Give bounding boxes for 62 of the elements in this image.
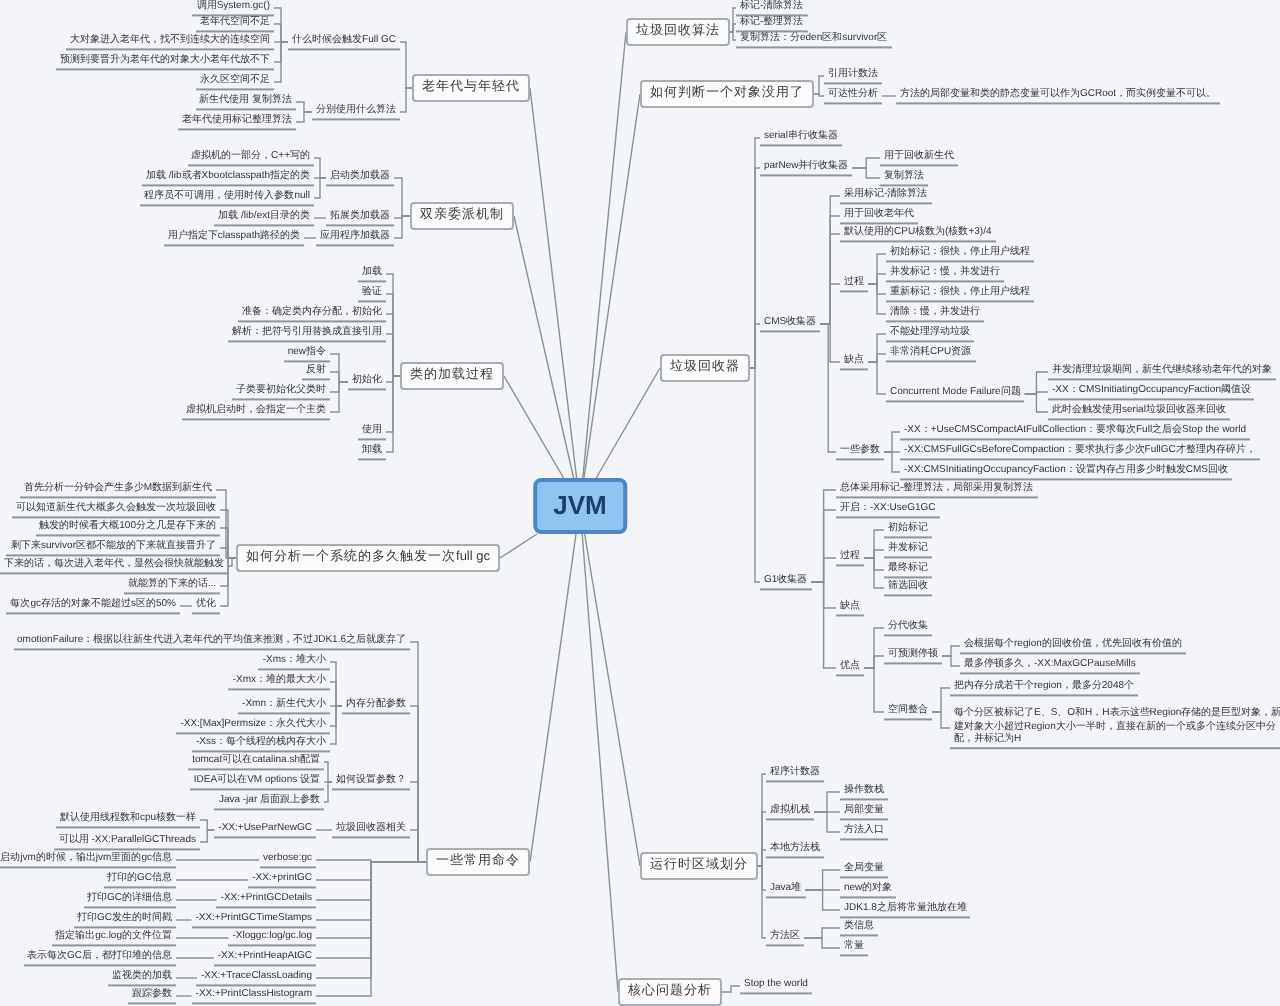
connector-line (199, 829, 216, 843)
connector-line (881, 95, 897, 97)
connector-line (329, 381, 349, 413)
connector-line (499, 533, 538, 559)
connector-line (867, 283, 887, 315)
connector-line (399, 41, 413, 89)
connector-line (175, 957, 215, 959)
connector-line (941, 655, 961, 667)
connector-line (595, 367, 661, 479)
connector-line (399, 87, 413, 113)
connector-line (813, 811, 841, 833)
connector-line (1023, 393, 1049, 413)
connector-line (931, 711, 951, 729)
connector-line (529, 533, 577, 863)
connector-line (581, 533, 619, 993)
connector-line (175, 995, 193, 997)
connector-line (175, 879, 249, 881)
connector-line (303, 237, 317, 239)
connector-line (513, 215, 575, 479)
connector-line (323, 781, 333, 783)
connector-line (323, 781, 333, 803)
connector-line (721, 985, 741, 993)
connector-line (729, 31, 737, 41)
connector-line (227, 557, 237, 567)
connector-line (867, 361, 887, 395)
connector-line (329, 705, 343, 745)
connector-line (315, 829, 333, 831)
connector-line (175, 859, 260, 861)
connector-line (329, 681, 343, 707)
connector-line (583, 93, 641, 479)
central-topic-box: JVM (533, 478, 627, 534)
connector-line (529, 87, 578, 479)
connector-line (313, 217, 327, 219)
connector-line (729, 23, 737, 33)
connector-line (323, 761, 333, 783)
connector-line (175, 899, 218, 901)
connector-line (813, 93, 825, 97)
connector-line (863, 667, 885, 713)
connector-line (273, 41, 289, 83)
connector-line (757, 849, 767, 867)
connector-line (295, 111, 313, 123)
connector-line (851, 167, 881, 179)
connector-line (803, 937, 841, 949)
connector-line (313, 177, 327, 199)
connector-line (749, 367, 761, 583)
connector-line (810, 581, 837, 669)
connector-line (175, 977, 198, 979)
connector-line (313, 157, 327, 179)
connector-line (503, 375, 565, 479)
connector-line (819, 323, 837, 453)
connector-line (583, 533, 641, 867)
connector-line (582, 31, 627, 479)
connector-line (385, 375, 401, 453)
connector-line (175, 919, 193, 921)
connector-line (863, 557, 885, 589)
connector-line (749, 323, 761, 369)
connector-line (175, 937, 230, 939)
connector-line (813, 75, 825, 95)
connector-line (757, 865, 767, 939)
connector-line (179, 605, 193, 607)
connector-line (804, 889, 841, 911)
connector-line (883, 451, 901, 473)
